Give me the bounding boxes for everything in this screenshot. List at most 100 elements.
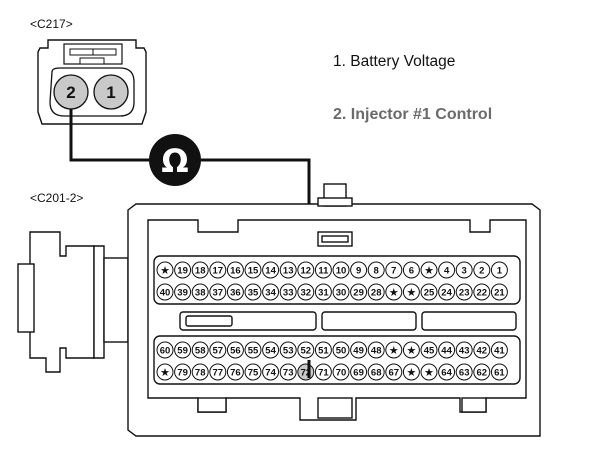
ecm-pin <box>367 363 385 381</box>
ecm-pin-label: 15 <box>248 265 259 276</box>
ecm-pin-label: ★ <box>390 345 399 356</box>
ecm-pin <box>473 283 491 301</box>
ecm-pin <box>490 341 508 359</box>
ecm-pin <box>244 261 262 279</box>
ecm-pin-label: 32 <box>301 287 312 298</box>
ecm-pin-label: 12 <box>301 265 312 276</box>
ecm-pin <box>262 283 280 301</box>
ecm-pin <box>314 363 332 381</box>
ecm-pin-label: 60 <box>160 345 171 356</box>
ecm-pin <box>455 283 473 301</box>
ecm-pin-label: 55 <box>248 345 259 356</box>
ecm-pin <box>420 341 438 359</box>
ecm-pin-label: 37 <box>213 287 224 298</box>
ecm-pin-label: 41 <box>494 345 505 356</box>
ecm-pin <box>332 261 350 279</box>
ecm-pin <box>209 283 227 301</box>
ecm-pin-label: ★ <box>425 265 434 276</box>
ecm-pin <box>385 341 403 359</box>
ecm-pin-label: 1 <box>497 265 503 276</box>
ecm-pin-label: 44 <box>441 345 452 356</box>
ecm-pin <box>156 283 174 301</box>
ecm-pin <box>297 261 315 279</box>
ecm-pin <box>385 283 403 301</box>
c217-pin-1 <box>93 74 129 110</box>
ecm-pin-label: 39 <box>177 287 188 298</box>
ecm-pin-label: 11 <box>318 265 329 276</box>
ecm-pin <box>191 363 209 381</box>
ecm-pin <box>279 363 297 381</box>
ecm-pin <box>350 341 368 359</box>
ecm-pin <box>174 283 192 301</box>
c217-pin-2-label: 2 <box>66 83 75 102</box>
ecm-pin-label: 7 <box>391 265 396 276</box>
ohmmeter-icon: Ω <box>149 134 201 186</box>
ecm-pin-label: 70 <box>336 367 347 378</box>
ecm-pin <box>473 341 491 359</box>
ecm-pin <box>385 363 403 381</box>
ecm-pin-label: 67 <box>389 367 400 378</box>
ecm-pin <box>473 363 491 381</box>
ecm-pin <box>438 283 456 301</box>
ecm-pin <box>279 283 297 301</box>
ecm-pin <box>174 363 192 381</box>
ecm-pin <box>332 363 350 381</box>
ecm-pin-label: 13 <box>283 265 294 276</box>
ecm-pin <box>297 283 315 301</box>
ecm-pin-label: 3 <box>462 265 467 276</box>
ecm-pin-label: 14 <box>265 265 276 276</box>
ecm-pin-label: 22 <box>477 287 488 298</box>
ecm-pin <box>244 363 262 381</box>
ecm-pin <box>350 283 368 301</box>
ecm-pin <box>490 261 508 279</box>
ecm-pin-label: 21 <box>494 287 505 298</box>
ecm-pin-label: ★ <box>407 287 416 298</box>
ecm-pin <box>262 363 280 381</box>
ecm-pin-label: 77 <box>213 367 224 378</box>
ecm-pin-label: ★ <box>161 367 170 378</box>
ecm-pin <box>350 363 368 381</box>
ecm-pin <box>314 283 332 301</box>
ecm-pin-label: 33 <box>283 287 294 298</box>
ecm-pin <box>438 261 456 279</box>
ecm-pin <box>156 341 174 359</box>
ecm-pin <box>314 341 332 359</box>
ecm-pin-label: 49 <box>353 345 364 356</box>
ecm-pin <box>490 283 508 301</box>
ecm-pin-label: 10 <box>336 265 347 276</box>
ecm-pin-label: 59 <box>177 345 188 356</box>
ecm-pin-label: 75 <box>248 367 259 378</box>
ecm-pin <box>385 261 403 279</box>
ecm-pin-label: 8 <box>374 265 379 276</box>
ecm-pin <box>438 341 456 359</box>
ecm-pin-label: 58 <box>195 345 206 356</box>
ecm-pin <box>367 283 385 301</box>
ecm-pin-label: 50 <box>336 345 347 356</box>
c217-label: <C217> <box>30 17 73 31</box>
ecm-pin <box>174 261 192 279</box>
ecm-pin-label: 42 <box>477 345 488 356</box>
ecm-pin <box>191 341 209 359</box>
c201-2-connector-body <box>17 183 541 437</box>
ecm-pin <box>402 261 420 279</box>
ecm-pin <box>209 341 227 359</box>
ecm-pin-label: 72 <box>301 367 312 378</box>
ecm-pin <box>402 363 420 381</box>
ecm-pin <box>420 261 438 279</box>
ecm-pin <box>174 341 192 359</box>
ecm-pin <box>156 363 174 381</box>
ecm-pin <box>209 261 227 279</box>
ecm-pin-label: 16 <box>230 265 241 276</box>
ecm-pin <box>191 283 209 301</box>
ecm-pin-label: 4 <box>444 265 450 276</box>
ecm-pin <box>367 341 385 359</box>
ecm-pin-label: ★ <box>407 367 416 378</box>
ecm-pin-label: 25 <box>424 287 435 298</box>
ecm-pin-label: ★ <box>407 345 416 356</box>
ecm-pin <box>455 341 473 359</box>
ecm-pin <box>332 341 350 359</box>
ecm-pin-label: 38 <box>195 287 206 298</box>
ecm-pin-label: 2 <box>479 265 484 276</box>
ecm-pin-label: 53 <box>283 345 294 356</box>
